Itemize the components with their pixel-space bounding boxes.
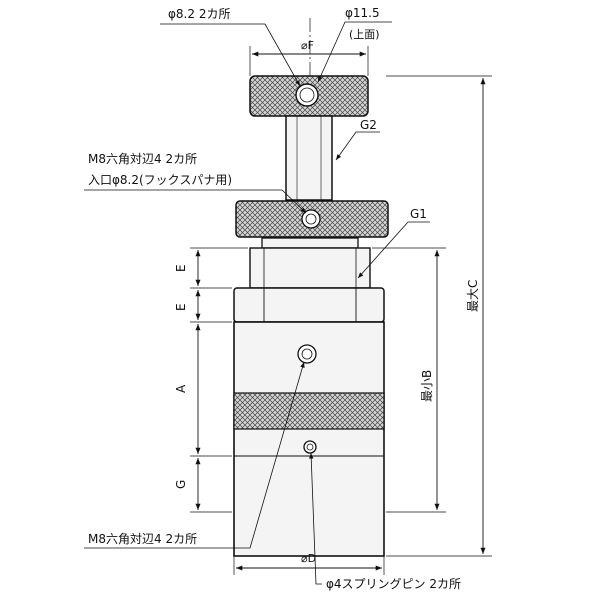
leader-spring-pin (308, 452, 322, 585)
lock-nut-hole (301, 209, 321, 229)
body-hole-upper (297, 344, 317, 364)
label-hex-top-line1: M8六角対辺4 2カ所 (88, 152, 197, 166)
label-a: A (174, 384, 188, 393)
label-max-c: 最大C (466, 280, 480, 312)
label-dim-d: ⌀D (301, 552, 316, 565)
lock-nut (235, 200, 389, 238)
label-g1: G1 (410, 207, 427, 221)
leader-dia-top (317, 21, 392, 83)
label-hole-top: φ8.2 2カ所 (168, 7, 230, 21)
hex-nut (233, 287, 385, 323)
top-knob-hole (295, 83, 319, 107)
label-dim-f: ⌀F (301, 39, 314, 52)
shaft (285, 115, 333, 201)
label-e1: E (174, 264, 188, 272)
label-min-b: 最小B (420, 370, 434, 402)
label-g2: G2 (360, 118, 377, 132)
label-hex-bottom: M8六角対辺4 2カ所 (88, 532, 197, 546)
body-knurl-band (233, 392, 385, 430)
leader-hole-top (160, 23, 301, 87)
leader-hex-top (84, 189, 307, 214)
label-g: G (174, 480, 188, 489)
body-hole-lower (303, 440, 317, 454)
label-hex-top-line2: 入口φ8.2(フックスパナ用) (88, 173, 232, 187)
label-dia-top-note: (上面) (349, 28, 380, 41)
leader-g1 (357, 221, 430, 279)
top-knob (249, 75, 369, 117)
leader-hex-bottom (84, 361, 305, 549)
label-e2: E (174, 303, 188, 311)
main-body (233, 321, 385, 557)
thread-section (249, 237, 371, 289)
label-spring-pin: φ4スプリングピン 2カ所 (326, 577, 461, 591)
leader-g2 (335, 131, 380, 161)
label-dia-top: φ11.5 (345, 6, 380, 20)
